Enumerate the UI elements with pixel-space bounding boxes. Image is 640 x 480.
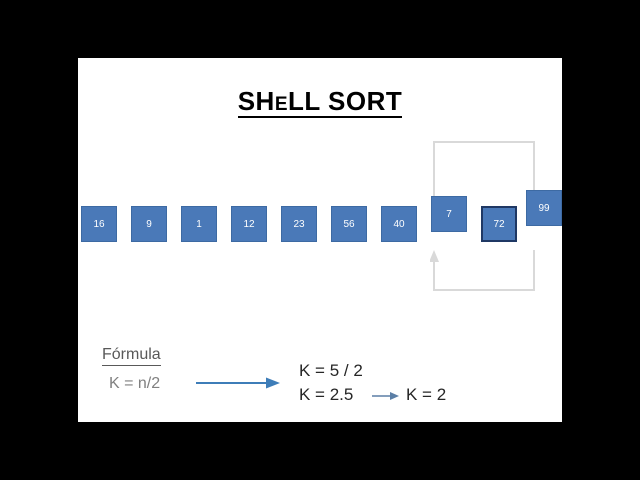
slide-canvas: SHELL SORT 16 9 1 12 23 56 40 7 72 99 Fó…	[78, 58, 562, 422]
array-box-selected[interactable]: 72	[481, 206, 517, 242]
array-box[interactable]: 12	[231, 206, 267, 242]
array-box[interactable]: 16	[81, 206, 117, 242]
calculation-result: K = 2	[406, 385, 447, 404]
array-box-value: 99	[538, 202, 550, 214]
array-box[interactable]: 23	[281, 206, 317, 242]
array-box[interactable]: 99	[526, 190, 562, 226]
title-smallcap: E	[274, 94, 289, 115]
array-box-value: 40	[393, 218, 405, 230]
array-box-value: 72	[493, 218, 505, 230]
array-box-value: 12	[243, 218, 255, 230]
array-box-value: 56	[343, 218, 355, 230]
formula-heading: Fórmula	[102, 346, 161, 366]
array-box[interactable]: 56	[331, 206, 367, 242]
title-prefix: SH	[237, 86, 275, 116]
array-box-value: 23	[293, 218, 305, 230]
title-container: SHELL SORT	[78, 86, 562, 119]
calculation-arrow-icon	[372, 392, 399, 400]
array-box-value: 7	[446, 208, 452, 220]
array-box-value: 1	[196, 218, 202, 230]
array-box[interactable]: 9	[131, 206, 167, 242]
formula-arrow-icon	[196, 377, 280, 389]
page-title: SHELL SORT	[237, 86, 403, 119]
calculation-line-2: K = 2.5	[299, 385, 354, 404]
array-box[interactable]: 40	[381, 206, 417, 242]
array-box-value: 16	[93, 218, 105, 230]
title-suffix: LL SORT	[288, 86, 403, 116]
formula-expression: K = n/2	[109, 375, 161, 392]
swap-arrow-bottom	[430, 250, 535, 291]
array-box[interactable]: 7	[431, 196, 467, 232]
calculation-line-1: K = 5 / 2	[299, 361, 363, 380]
array-box[interactable]: 1	[181, 206, 217, 242]
array-box-value: 9	[146, 218, 152, 230]
